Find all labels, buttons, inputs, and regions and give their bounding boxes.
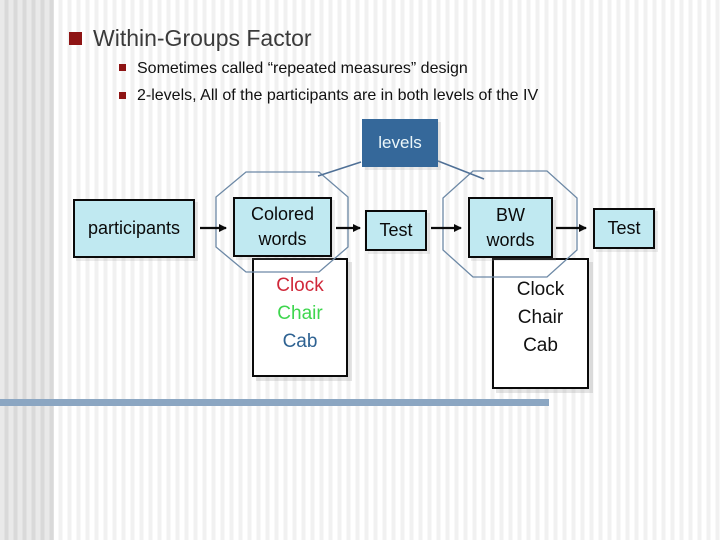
bw-word-item: Clock — [516, 279, 565, 300]
levels-label: levels — [378, 133, 422, 152]
participants-label: participants — [87, 218, 181, 238]
colored-words-label-line2: words — [258, 229, 307, 249]
colored-word-item: Cab — [282, 331, 318, 352]
levels-label-box: levels — [362, 119, 438, 167]
slide-left-margin-stripes — [0, 0, 54, 540]
title-bullet-square-icon — [69, 32, 82, 45]
bw-words-label-line2: words — [486, 229, 535, 250]
bullet1-square-icon — [119, 64, 126, 71]
levels-connector-right — [437, 160, 485, 180]
bullet2-square-icon — [119, 92, 126, 99]
bw-word-item: Cab — [523, 335, 558, 356]
bw-words-list-box: Clock Chair Cab — [492, 258, 589, 389]
colored-word-item: Clock — [276, 275, 324, 296]
bullet2-text: 2-levels, All of the participants are in… — [137, 87, 539, 104]
bottom-divider-bar — [0, 399, 549, 406]
colored-word-item: Chair — [277, 303, 323, 324]
bw-words-box: BW words — [468, 197, 553, 258]
colored-words-label-line1: Colored — [250, 204, 315, 224]
test2-label: Test — [607, 218, 641, 238]
bullet1-text: Sometimes called “repeated measures” des… — [137, 60, 468, 77]
levels-connector-left — [317, 161, 362, 177]
bw-words-label-line1: BW — [496, 204, 525, 225]
participants-box: participants — [73, 199, 195, 258]
bw-word-item: Chair — [517, 307, 564, 328]
page-title: Within-Groups Factor — [93, 25, 312, 51]
test1-box: Test — [365, 210, 427, 251]
colored-words-box: Colored words — [233, 197, 332, 257]
colored-words-list-box: Clock Chair Cab — [252, 258, 348, 377]
test2-box: Test — [593, 208, 655, 249]
test1-label: Test — [379, 220, 413, 240]
